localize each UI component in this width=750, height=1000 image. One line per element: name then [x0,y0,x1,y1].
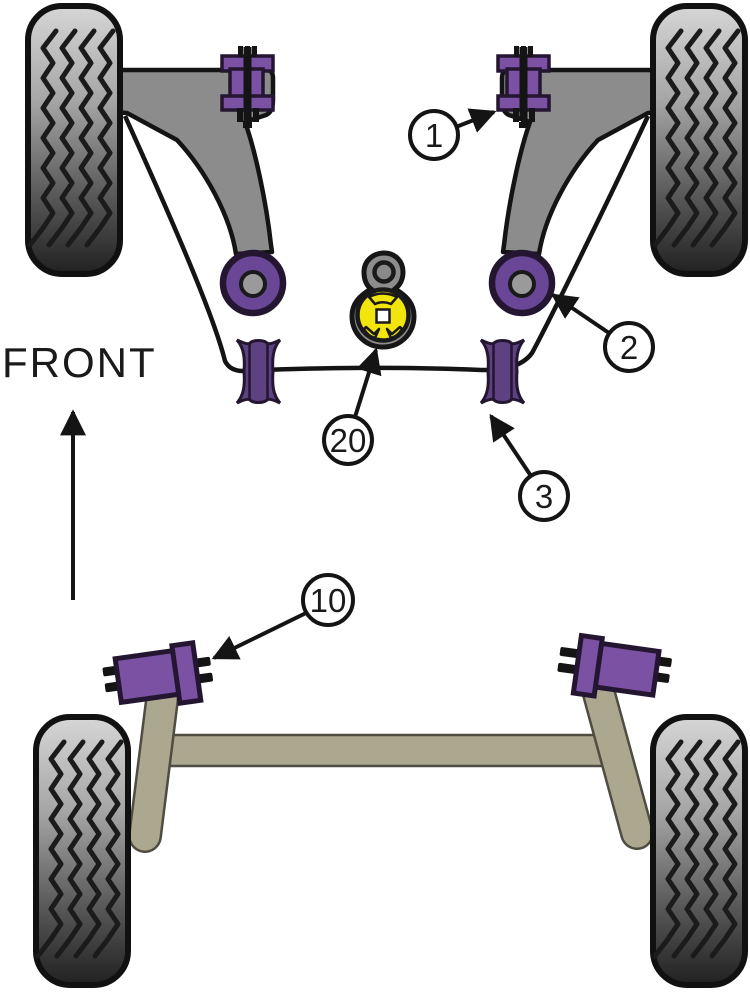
front-right-tire [653,6,745,274]
rear-left-tire [36,717,128,985]
engine-mount-insert [349,250,417,350]
callout-3: 3 [489,413,570,522]
front-right-control-arm [499,67,666,257]
front-left-arm-front-bushing [220,46,275,128]
callout-20: 20 [322,347,382,466]
callout-3-label: 3 [535,478,553,515]
callout-1: 1 [408,108,497,161]
front-right-arm-rear-bushing [488,249,556,317]
callout-20-circle [322,414,374,466]
rear-beam-axle [143,733,612,768]
callout-2-label: 2 [620,329,638,366]
callout-2: 2 [550,293,655,373]
callout-3-circle [518,470,570,522]
rear-right-tire [653,717,745,985]
front-right-arm-front-bushing [496,46,551,128]
callout-1-circle [408,109,460,161]
front-label: FRONT [2,339,157,386]
callout-2-circle [603,321,655,373]
callout-10-label: 10 [310,582,347,619]
mount-bolt-hole [372,260,396,284]
rear-left-trailing-arm [128,675,180,853]
rear-right-trailing-arm [581,673,654,850]
front-left-control-arm [109,67,276,257]
callout-10: 10 [211,573,355,660]
front-left-tire [28,6,120,274]
left-arb-bushing [235,338,282,405]
callout-3-arrow [489,413,533,478]
rear-left-beam-bushing [102,640,214,707]
callout-1-label: 1 [425,117,443,154]
callout-20-label: 20 [330,422,367,459]
callout-20-arrow [353,347,382,418]
rear-right-beam-bushing [557,632,672,699]
callout-2-arrow [550,293,611,335]
callout-10-arrow [211,611,307,660]
front-left-arm-rear-bushing [219,249,287,317]
right-arb-bushing [479,338,526,405]
callout-10-circle [301,573,355,627]
callout-1-arrow [455,108,497,133]
